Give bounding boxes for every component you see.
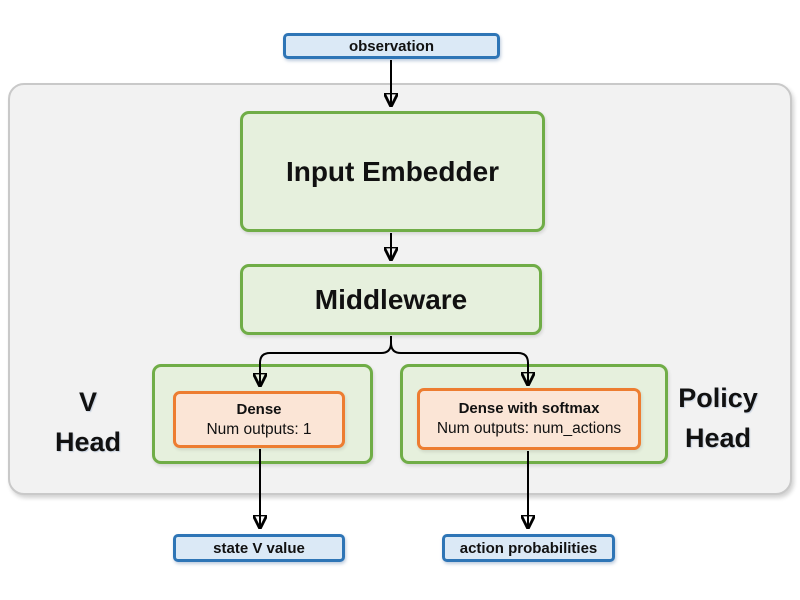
- v-head-label-line1: V: [78, 387, 97, 417]
- v-head-dense-node: Dense Num outputs: 1: [173, 391, 345, 448]
- policy-head-dense-node: Dense with softmax Num outputs: num_acti…: [417, 388, 641, 450]
- policy-head-dense-subtitle: Num outputs: num_actions: [436, 420, 622, 438]
- action-probabilities-node: action probabilities: [442, 534, 615, 562]
- v-head-label-line2: Head: [54, 427, 122, 457]
- state-v-value-node: state V value: [173, 534, 345, 562]
- middleware-node: Middleware: [240, 264, 542, 335]
- v-head-dense-title: Dense: [236, 400, 282, 418]
- v-head-dense-subtitle: Num outputs: 1: [206, 420, 312, 438]
- policy-head-label-line1: Policy: [678, 383, 758, 413]
- policy-head-label-line2: Head: [684, 423, 752, 453]
- policy-head-dense-title: Dense with softmax: [458, 400, 600, 418]
- input-embedder-node: Input Embedder: [240, 111, 545, 232]
- policy-head-label: Policy Head: [653, 378, 783, 458]
- v-head-label: V Head: [38, 382, 138, 462]
- observation-node: observation: [283, 33, 500, 59]
